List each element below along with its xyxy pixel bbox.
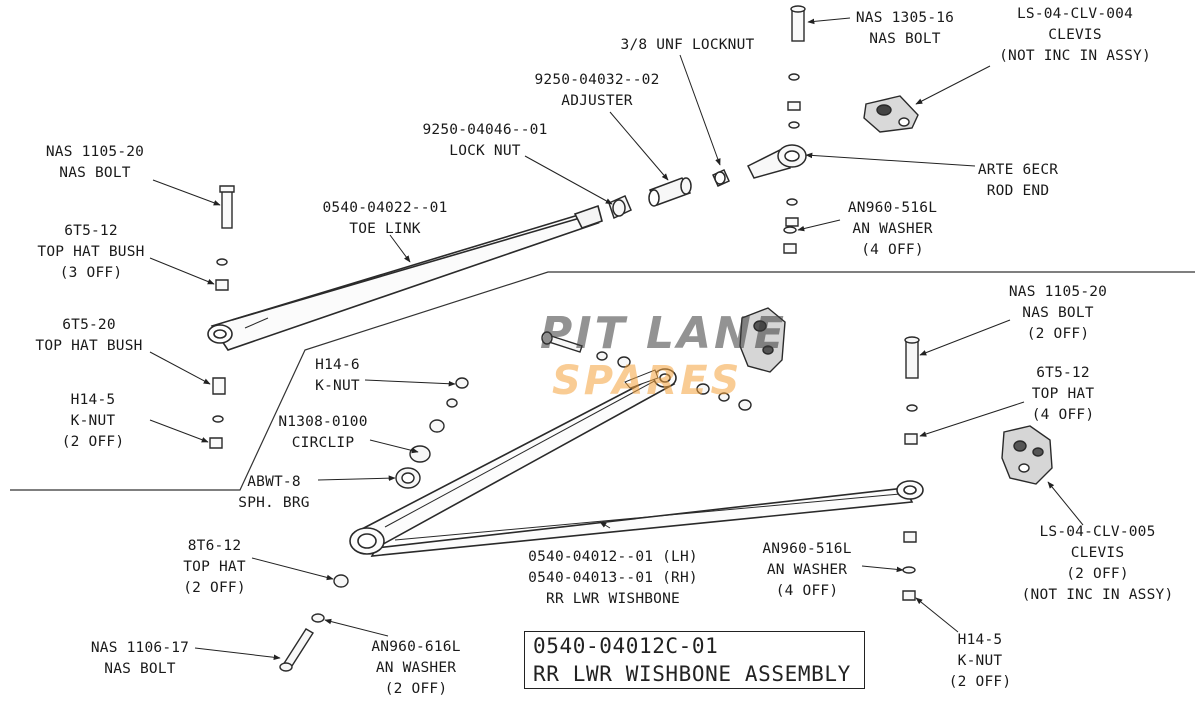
clevis-004-part	[863, 95, 919, 133]
callout-locknut-unf: 3/8 UNF LOCKNUT	[620, 37, 755, 53]
clevis-centre-part	[739, 307, 786, 373]
callout-wishbone: 0540-04012--01 (LH)0540-04013--01 (RH)RR…	[528, 549, 698, 607]
title-part-number: 0540-04012C-01	[533, 634, 719, 658]
wishbone-part	[349, 368, 924, 557]
rod-end-part	[746, 144, 807, 179]
title-assembly-name: RR LWR WISHBONE ASSEMBLY	[533, 662, 851, 686]
clevis-bolt-stack-part	[783, 5, 806, 254]
spherical-bearing-stack-part	[395, 377, 469, 489]
lower-left-bolt-stack-part	[279, 574, 349, 672]
watermark-line2: SPARES	[552, 358, 743, 404]
section-divider-line	[10, 271, 1195, 491]
inboard-bolt-stack-part	[541, 331, 752, 411]
watermark-line1: PIT LANE	[540, 308, 787, 359]
toe-link-bolt-stack-part	[209, 185, 235, 449]
right-bolt-stack-part	[902, 336, 920, 601]
clevis-005-part	[1001, 425, 1053, 485]
toe-link-part	[207, 204, 603, 351]
title-block: 0540-04012C-01 RR LWR WISHBONE ASSEMBLY	[524, 631, 865, 689]
adjuster-assembly-part	[608, 169, 730, 220]
leader-lines	[149, 17, 1084, 661]
